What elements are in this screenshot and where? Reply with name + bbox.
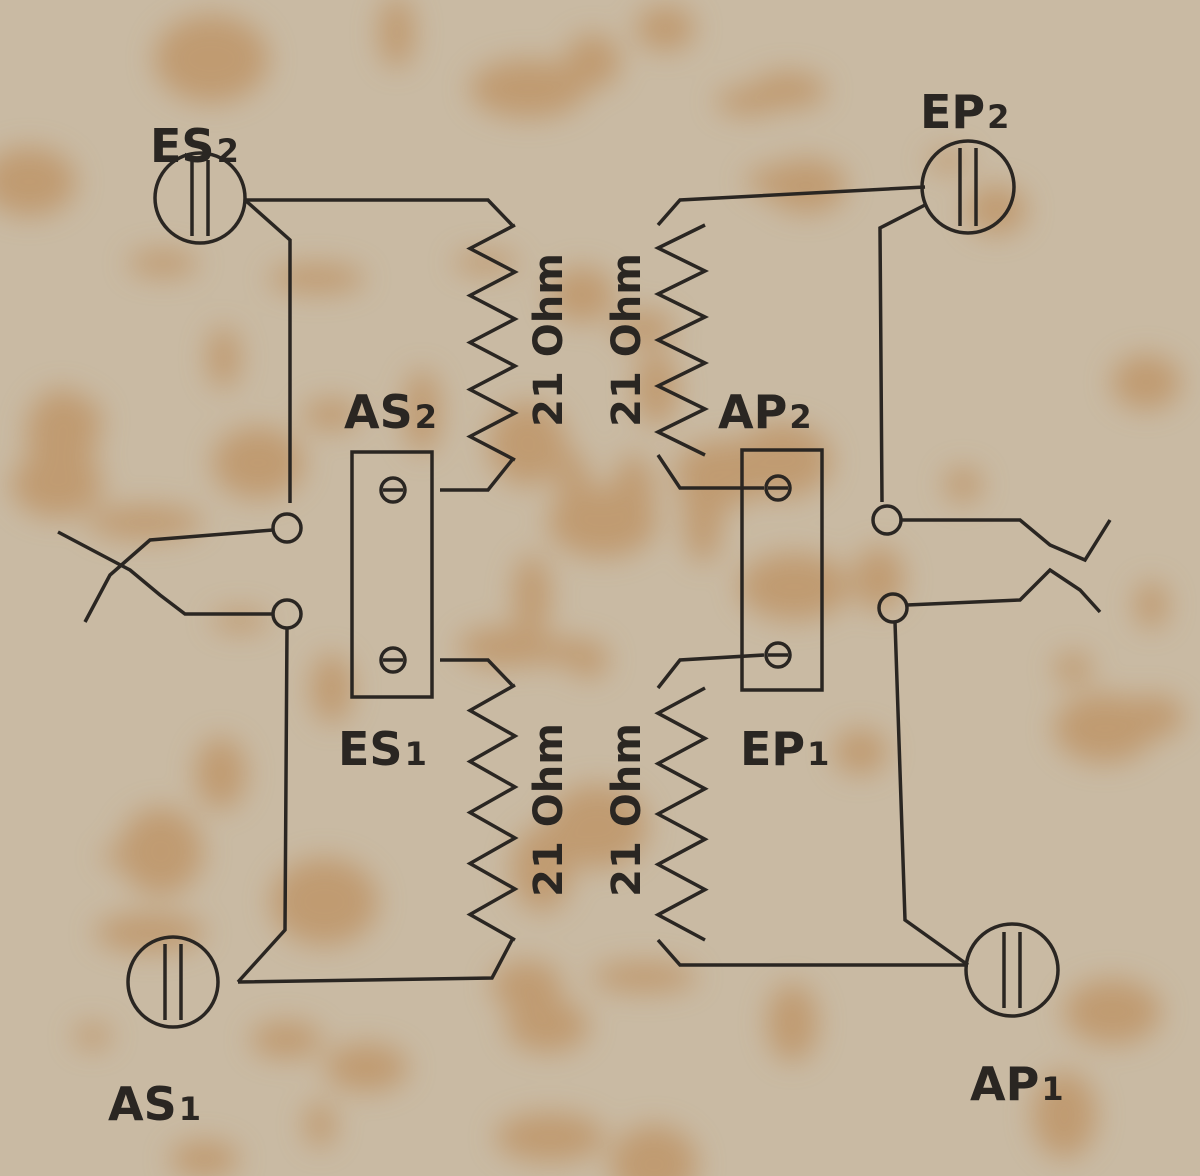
label-ep1: EP1 [740,722,829,776]
label-es1: ES1 [338,722,427,776]
resistor-bottom-right [654,686,709,942]
terminal-as1: AS1 [108,935,220,1131]
resistor-label: 21 Ohm [604,723,650,897]
stain [86,505,203,540]
terminal-es2: ES2 [150,119,247,245]
stain [1134,581,1168,629]
block-right: AP2 EP1 [718,385,829,776]
wires [57,185,1112,984]
stain [548,266,615,323]
stain [94,913,206,953]
stain [547,486,658,558]
svg-text:AS1: AS1 [108,1077,201,1131]
terminal-ep2: EP2 [920,85,1016,235]
svg-text:EP2: EP2 [920,85,1009,139]
stain [1111,354,1181,410]
label-as2: AS2 [344,385,437,439]
stain [310,653,353,724]
resistor-top-left [466,223,519,462]
stain [1054,652,1092,685]
stain [0,147,77,217]
stain [1032,1071,1097,1158]
label-ap2: AP2 [718,385,812,439]
stain [767,983,818,1062]
resistors: 21 Ohm 21 Ohm 21 Ohm 21 Ohm [466,223,709,942]
stain [26,389,99,479]
stain [268,263,366,293]
stain [745,165,837,198]
stain [453,251,519,274]
stain [119,807,203,896]
stain [613,310,675,347]
stain [715,87,782,116]
stain [683,474,722,564]
stain [635,5,696,51]
stain [491,637,603,665]
stain [610,1125,698,1176]
stain [212,427,305,499]
stain [378,0,415,69]
resistor-top-right [654,223,709,457]
stain [495,1112,605,1162]
stain [207,326,240,389]
stain [127,250,199,277]
stain [1063,979,1161,1045]
stain [546,784,648,869]
stain [634,351,679,426]
stain [738,552,851,621]
resistor-label: 21 Ohm [526,723,572,897]
stain [926,150,972,171]
stain [944,467,983,502]
stain [491,960,562,1012]
block-left: AS2 ES1 [338,385,437,776]
stain [250,1021,323,1058]
stain [506,999,589,1053]
stain [301,399,361,431]
svg-text:ES2: ES2 [150,119,239,173]
stain [73,1023,112,1049]
stain [154,14,269,103]
stain [513,554,551,637]
stain [733,422,832,498]
stain [270,857,379,946]
resistor-bottom-left [466,683,519,942]
stain [591,961,698,993]
stain [833,729,888,775]
svg-text:AP1: AP1 [970,1057,1064,1111]
stain [183,33,222,55]
stain [1123,694,1185,739]
stain [169,1140,240,1176]
terminal-ap1: AP1 [964,922,1064,1111]
resistor-label: 21 Ohm [604,253,650,427]
stain [195,737,247,810]
stain [403,369,441,455]
stain [304,1102,336,1148]
stain [324,1043,409,1092]
resistor-label: 21 Ohm [526,253,572,427]
stain [469,59,588,119]
